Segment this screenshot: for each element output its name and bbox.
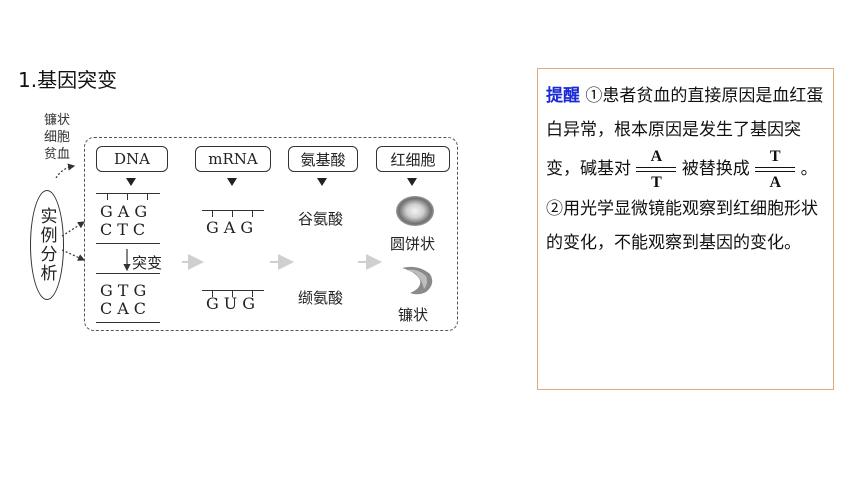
header-red-cell: 红细胞 (376, 146, 450, 172)
sickle-cell-icon (402, 266, 433, 295)
mrna-tick (232, 210, 233, 217)
diagram-dashed-box (84, 137, 458, 331)
base-bottom: T (651, 174, 662, 191)
dna-mutant-top: GTG (100, 281, 152, 300)
mutation-label: 突变 (132, 254, 163, 272)
side-label: 镰状 细胞 贫血 (30, 112, 84, 163)
case-analysis-ellipse: 实例分析 (30, 190, 64, 300)
down-arrow-icon (126, 178, 136, 186)
dotted-arrow (61, 249, 86, 261)
dna-normal-top: GAG (100, 202, 153, 221)
mrna-tick (212, 210, 213, 217)
dna-strand-line (96, 273, 160, 274)
reminder-box: 提醒 ①患者贫血的直接原因是血红蛋白异常，根本原因是发生了基因突变，碱基对 A … (537, 68, 834, 390)
down-arrow-icon (317, 178, 327, 186)
mrna-line (202, 210, 264, 211)
dna-strand-line (96, 243, 160, 244)
base-bottom: A (769, 174, 781, 191)
dna-strand-line (96, 193, 160, 194)
mrna-normal: GAG (206, 218, 259, 237)
reminder-end: 。 (800, 159, 818, 179)
mrna-line (202, 290, 264, 291)
down-arrow-icon (227, 178, 237, 186)
dna-tick (147, 193, 148, 200)
header-amino-acid: 氨基酸 (288, 146, 358, 172)
mrna-tick (232, 290, 233, 297)
base-pair-after: T A (755, 147, 796, 192)
tip-label: 提醒 (546, 86, 580, 106)
header-dna: DNA (96, 146, 168, 172)
amino-acid-normal: 谷氨酸 (298, 210, 344, 228)
mrna-tick (252, 290, 253, 297)
cell-mutant-label: 镰状 (398, 306, 429, 324)
reminder-p1: ①患者贫血的直接原因是血红蛋白异常，根本原因是发生了基因突变，碱基对 (546, 86, 824, 179)
round-cell-icon (396, 196, 434, 226)
reminder-mid: 被替换成 (681, 159, 750, 179)
side-label-line: 镰状 (43, 113, 70, 128)
section-heading: 1.基因突变 (18, 68, 118, 92)
dna-mutant-bottom: CAC (100, 299, 152, 318)
header-mrna: mRNA (195, 146, 271, 172)
dotted-arrow (55, 163, 76, 179)
side-label-line: 细胞 (43, 130, 70, 145)
dna-tick (107, 193, 108, 200)
reminder-p2: ②用光学显微镜能观察到红细胞形状的变化，不能观察到基因的变化。 (546, 199, 818, 253)
mrna-mutant: GUG (206, 294, 261, 313)
base-pair-before: A T (636, 147, 677, 192)
amino-acid-mutant: 缬氨酸 (298, 289, 344, 307)
dna-normal-bottom: CTC (100, 220, 151, 239)
cell-normal-label: 圆饼状 (390, 235, 436, 253)
base-top: T (769, 148, 781, 165)
base-top: A (650, 148, 663, 165)
reminder-text: 提醒 ①患者贫血的直接原因是血红蛋白异常，根本原因是发生了基因突变，碱基对 A … (546, 79, 828, 260)
dotted-arrow (61, 221, 86, 237)
down-arrow-icon (407, 178, 417, 186)
dna-tick (127, 193, 128, 200)
dna-strand-line (96, 322, 160, 323)
ellipse-label: 实例分析 (36, 207, 57, 283)
mrna-tick (212, 290, 213, 297)
side-label-line: 贫血 (43, 147, 70, 162)
mrna-tick (252, 210, 253, 217)
